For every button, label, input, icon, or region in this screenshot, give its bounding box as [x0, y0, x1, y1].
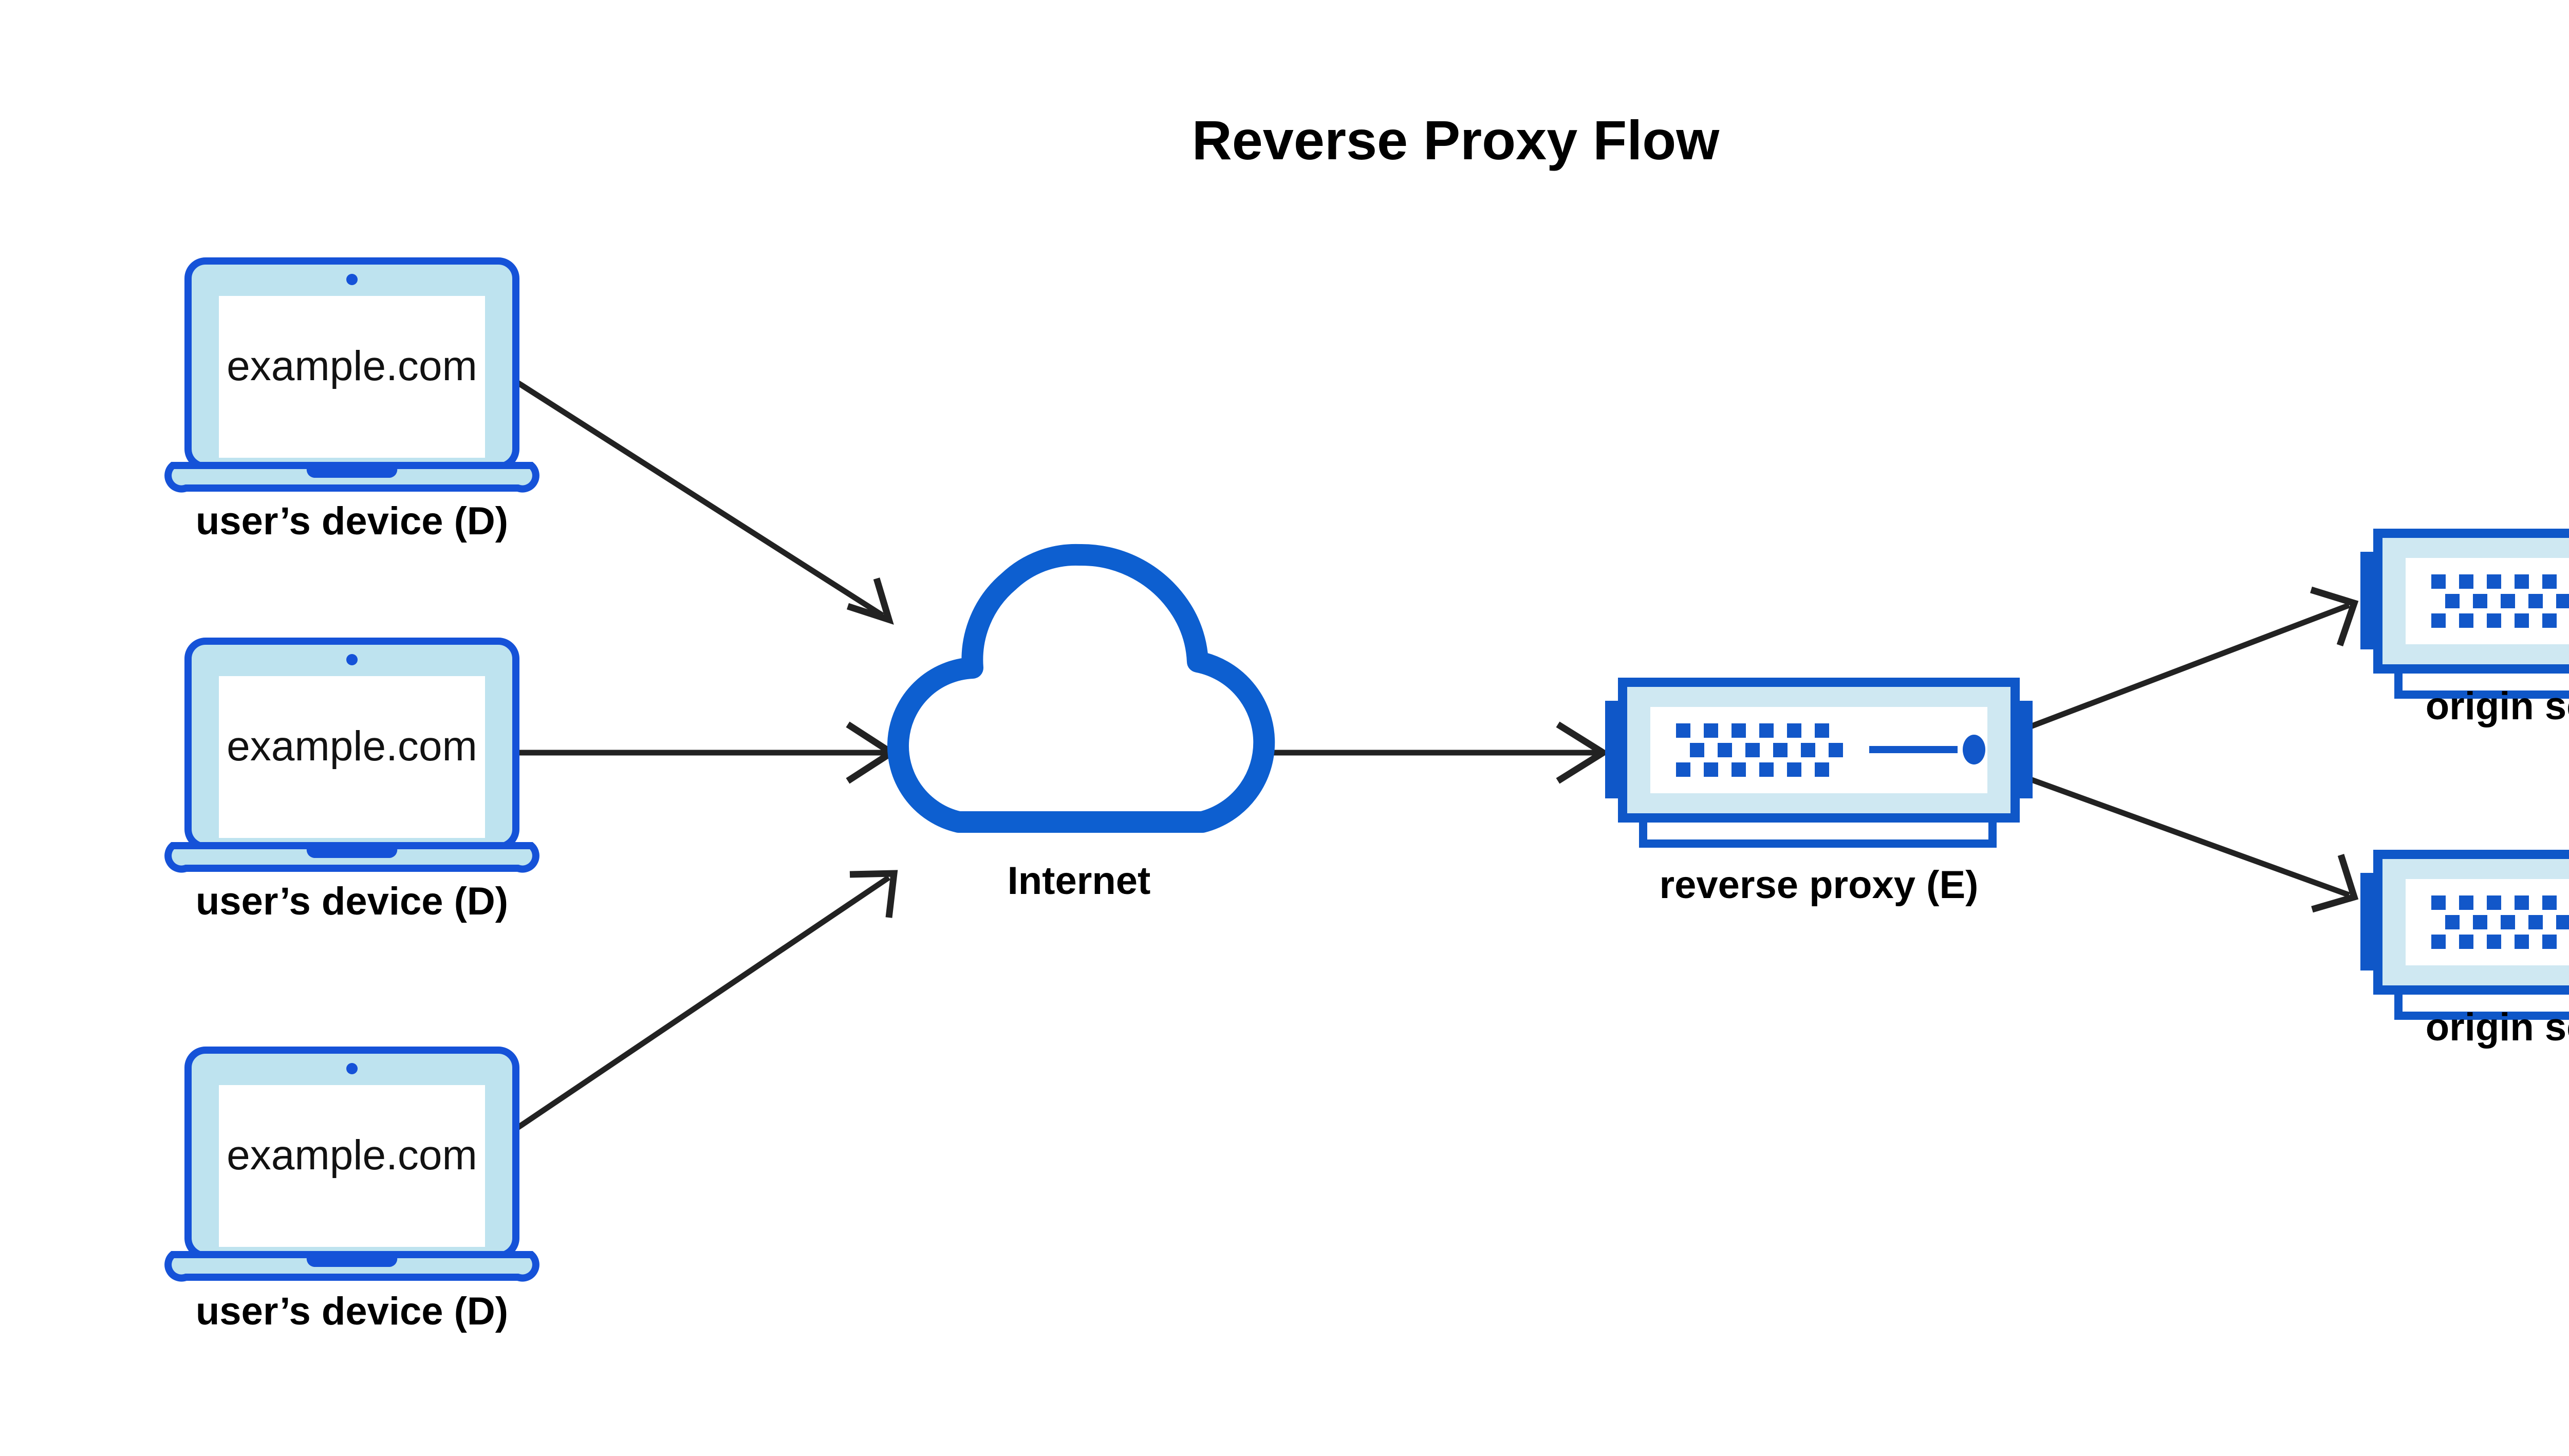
device-screen-text: example.com [227, 723, 477, 770]
origin-server-label: origin server (F) [2426, 1005, 2569, 1049]
node-device-top[interactable]: example.com user’s device (D) [168, 261, 536, 543]
node-device-bottom[interactable]: example.com user’s device (D) [168, 1050, 536, 1333]
node-device-middle[interactable]: example.com user’s device (D) [168, 641, 536, 923]
node-internet[interactable]: Internet [887, 544, 1275, 903]
edge-device-bottom-internet [512, 870, 898, 1133]
edge-device-middle-internet [514, 721, 898, 784]
edge-reverse-proxy-origin-top [2005, 586, 2359, 739]
origin-server-label: origin server (F) [2426, 684, 2569, 728]
node-origin-top[interactable]: origin server (F) [2360, 533, 2569, 728]
device-label: user’s device (D) [196, 499, 508, 543]
node-origin-bottom[interactable]: origin server (F) [2360, 854, 2569, 1049]
page-title: Reverse Proxy Flow [1192, 109, 1720, 171]
server-icon [1605, 682, 2033, 844]
edge-device-top-internet [512, 378, 894, 625]
device-screen-text: example.com [227, 343, 477, 389]
server-icon [2360, 533, 2569, 695]
node-reverse-proxy[interactable]: reverse proxy (E) [1605, 682, 2033, 907]
internet-label: Internet [1008, 859, 1151, 903]
server-icon [2360, 854, 2569, 1016]
device-screen-text: example.com [227, 1132, 477, 1179]
cloud-icon [887, 544, 1275, 833]
edge-internet-reverse-proxy [1254, 721, 1610, 784]
device-label: user’s device (D) [196, 1290, 508, 1333]
device-label: user’s device (D) [196, 880, 508, 923]
edge-reverse-proxy-origin-bottom [2005, 768, 2359, 913]
reverse-proxy-label: reverse proxy (E) [1660, 863, 1979, 907]
